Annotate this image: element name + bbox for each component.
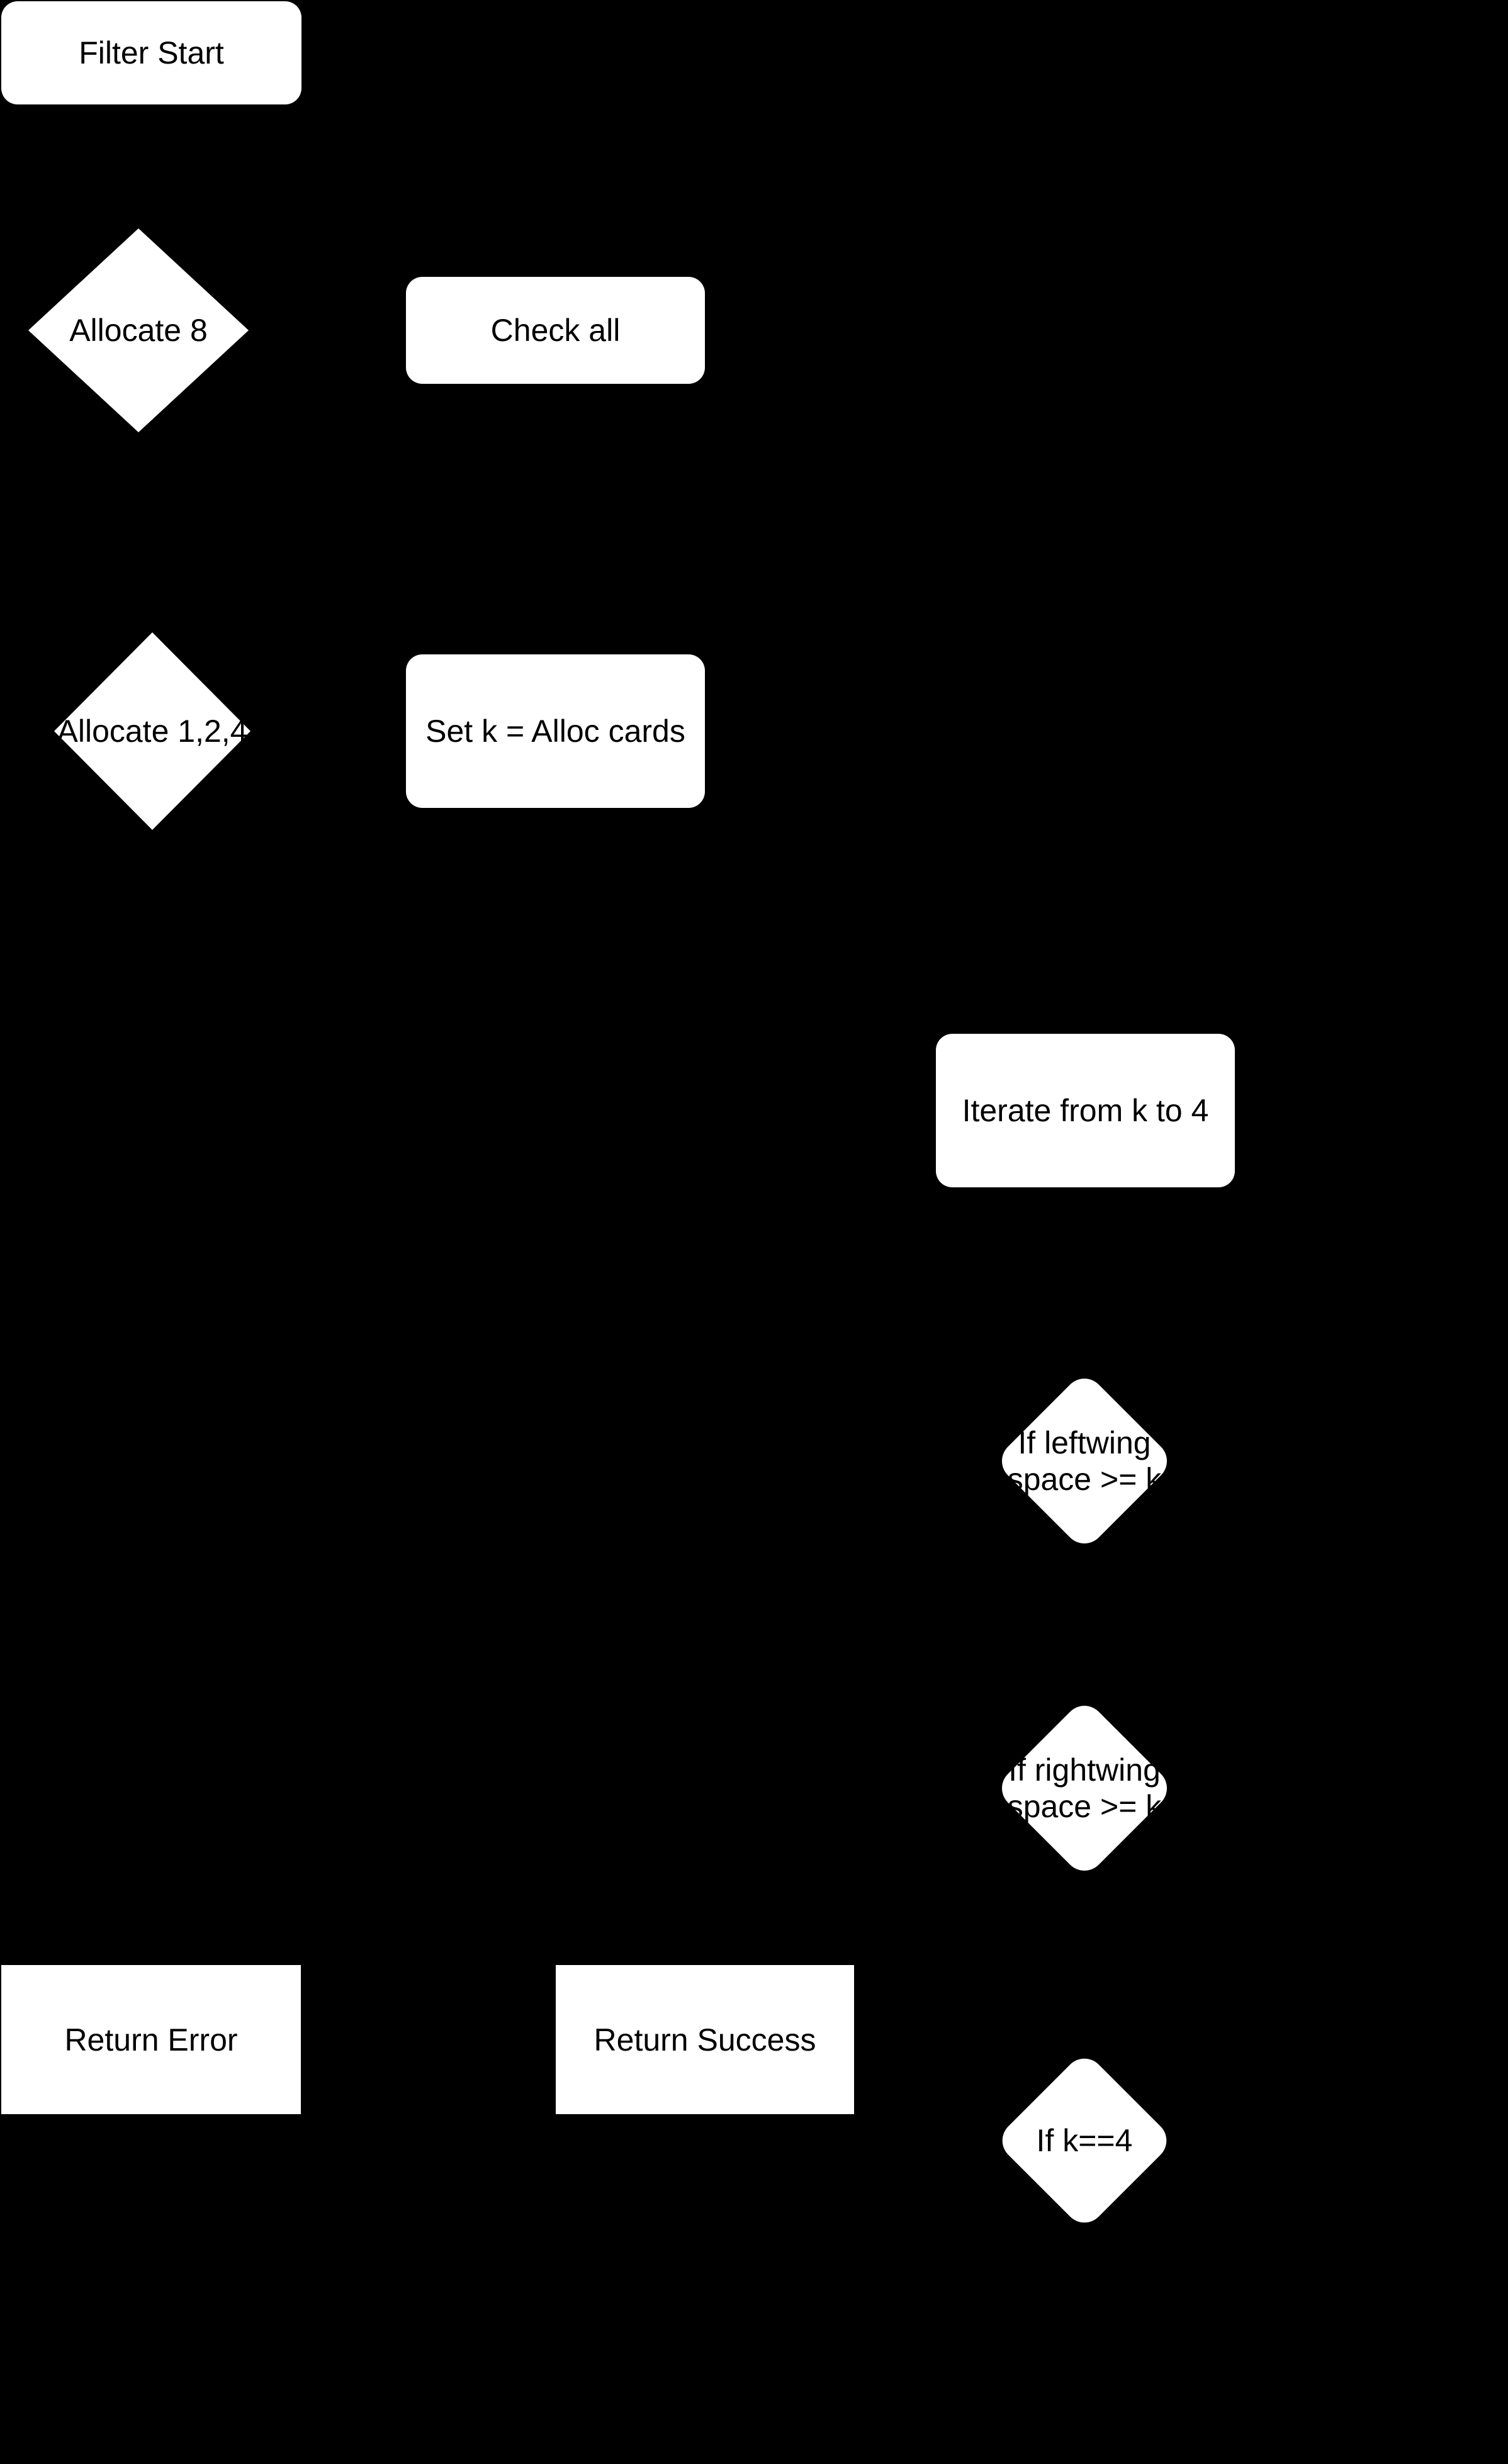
rounded-rectangle-shape (936, 1034, 1235, 1187)
node-return-error: Return Error (1, 1965, 301, 2114)
rounded-rectangle-shape (406, 277, 705, 384)
node-label: Filter Start (79, 35, 224, 70)
node-label: Return Error (64, 2022, 238, 2058)
rectangle-shape (556, 1965, 854, 2114)
node-if-leftwing-space: If leftwing space >= k (993, 1370, 1176, 1552)
node-set-k: Set k = Alloc cards (406, 654, 705, 808)
node-check-all: Check all (406, 277, 705, 384)
node-label-line1: If leftwing (1018, 1425, 1151, 1460)
node-filter-start: Filter Start (1, 1, 301, 104)
node-iterate-k-to-4: Iterate from k to 4 (936, 1034, 1235, 1187)
node-allocate-8: Allocate 8 (28, 228, 249, 432)
rounded-rectangle-shape (1, 1, 301, 104)
node-return-success: Return Success (556, 1965, 854, 2114)
node-label: Check all (490, 313, 621, 348)
node-if-rightwing-space: If rightwing space >= k (993, 1697, 1176, 1879)
node-label: Allocate 8 (69, 313, 208, 348)
node-if-k-equals-4: If k==4 (994, 2049, 1175, 2231)
node-label: If rightwing space >= k (993, 1698, 1176, 1879)
node-label: Set k = Alloc cards (425, 714, 685, 749)
node-label: Iterate from k to 4 (962, 1093, 1209, 1128)
node-label: If leftwing space >= k (993, 1370, 1176, 1552)
rectangle-shape (1, 1965, 301, 2114)
node-allocate-1-2-4: Allocate 1,2,4 (54, 632, 250, 830)
node-label-line2: space >= k (1007, 1789, 1162, 1824)
node-label-line1: If rightwing (1008, 1752, 1161, 1788)
rounded-rectangle-shape (406, 654, 705, 808)
node-label: If k==4 (1036, 2122, 1133, 2158)
node-label: Allocate 1,2,4 (57, 714, 248, 749)
node-label: Return Success (594, 2022, 816, 2058)
node-label-line2: space >= k (1007, 1462, 1162, 1497)
